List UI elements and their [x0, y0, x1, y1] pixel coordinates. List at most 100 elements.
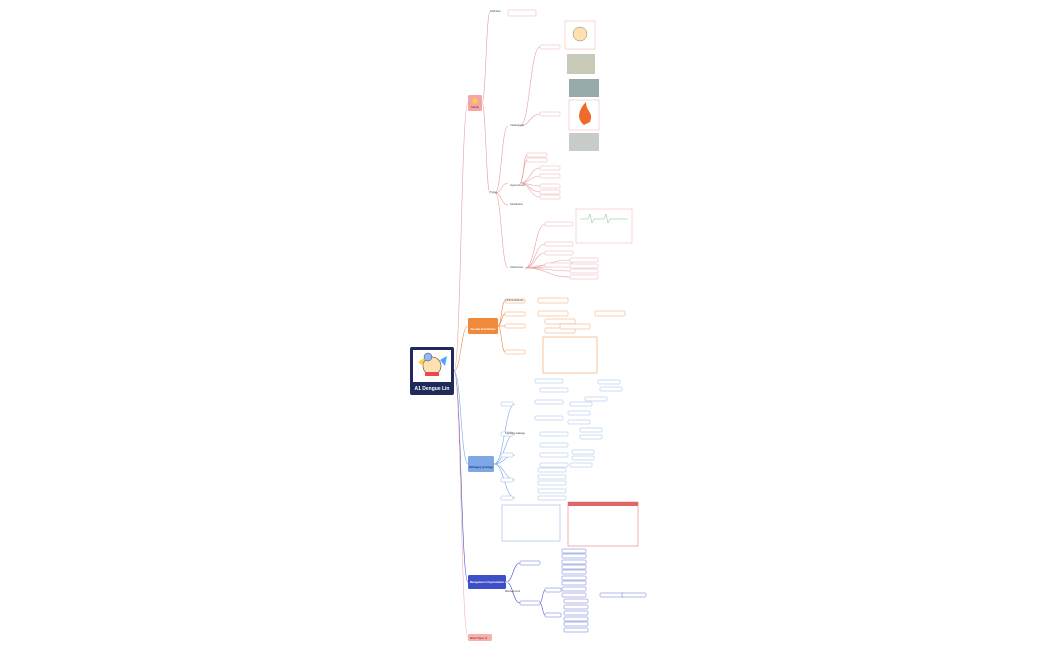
subnode-layer: [500, 9, 647, 633]
subnode[interactable]: [544, 221, 574, 227]
subnode[interactable]: [584, 396, 608, 402]
subnode[interactable]: [594, 310, 626, 317]
subnode[interactable]: [539, 111, 561, 117]
subnode[interactable]: [544, 241, 574, 247]
connector: [497, 313, 506, 327]
connector: [494, 182, 509, 194]
subnode[interactable]: [561, 592, 587, 598]
subnode[interactable]: [599, 592, 625, 598]
note-management: Management: [505, 589, 520, 593]
subnode[interactable]: [539, 452, 569, 458]
subnode[interactable]: [579, 427, 603, 433]
connector: [481, 102, 491, 194]
subnode[interactable]: [537, 480, 567, 486]
subnode[interactable]: [526, 152, 548, 158]
subnode[interactable]: [544, 262, 574, 268]
subnode[interactable]: [500, 431, 514, 437]
connector: [453, 370, 469, 465]
subnode[interactable]: [539, 189, 561, 195]
subnode[interactable]: [561, 564, 587, 570]
subnode[interactable]: [534, 378, 564, 384]
subnode[interactable]: [534, 415, 564, 421]
connector: [505, 562, 521, 583]
subnode[interactable]: [500, 477, 514, 483]
subnode[interactable]: [569, 268, 599, 274]
subnode[interactable]: [597, 379, 621, 385]
branch-mixed-types[interactable]: Mixed Types of: [468, 634, 492, 641]
subnode[interactable]: [539, 387, 569, 393]
branch-pathogeny[interactable]: Pathogeny (virology): [468, 456, 494, 472]
subnode[interactable]: [539, 462, 569, 468]
subnode[interactable]: [504, 323, 526, 329]
subnode[interactable]: [504, 349, 526, 355]
subnode[interactable]: [504, 298, 526, 304]
subnode[interactable]: [504, 311, 526, 317]
subnode[interactable]: [539, 173, 561, 179]
subnode[interactable]: [561, 548, 587, 554]
subnode[interactable]: [500, 401, 514, 407]
branch-shock[interactable]: Shock: [468, 95, 482, 111]
branch-vascular-label: Vascular Endothelium: [471, 328, 496, 331]
subnode[interactable]: [561, 575, 587, 581]
note-definition: Definition: [490, 9, 501, 13]
subnode[interactable]: [567, 419, 591, 425]
subnode[interactable]: [544, 250, 574, 256]
subnode[interactable]: [537, 495, 567, 501]
subnode[interactable]: [561, 586, 587, 592]
subnode[interactable]: [507, 9, 537, 17]
subnode[interactable]: [519, 560, 541, 566]
subnode[interactable]: [534, 399, 564, 405]
subnode[interactable]: [571, 455, 595, 461]
note-obstructive: Obstructive: [510, 265, 524, 269]
subnode[interactable]: [537, 467, 567, 473]
figure-cartoon-icon: [572, 26, 588, 42]
connector: [519, 182, 541, 198]
subnode[interactable]: [519, 600, 541, 606]
subnode[interactable]: [563, 627, 589, 633]
subnode[interactable]: [537, 488, 567, 494]
branch-management[interactable]: Management of hypovolaemic shock: [468, 575, 512, 589]
subnode[interactable]: [539, 44, 561, 50]
subnode[interactable]: [539, 431, 569, 437]
subnode[interactable]: [500, 495, 514, 501]
subnode[interactable]: [500, 452, 514, 458]
subnode[interactable]: [559, 323, 591, 330]
subnode[interactable]: [539, 442, 569, 448]
subnode[interactable]: [563, 604, 589, 610]
subnode[interactable]: [569, 401, 593, 407]
subnode[interactable]: [544, 587, 562, 593]
subnode[interactable]: [563, 621, 589, 627]
subnode[interactable]: [526, 157, 548, 163]
connector: [505, 581, 521, 604]
subnode[interactable]: [569, 263, 599, 269]
flame-icon: [579, 102, 592, 125]
connector: [524, 267, 571, 278]
subnode[interactable]: [563, 616, 589, 622]
subnode[interactable]: [621, 592, 647, 598]
connector: [493, 463, 516, 481]
subnode[interactable]: [537, 474, 567, 480]
subnode[interactable]: [569, 274, 599, 280]
subnode[interactable]: [544, 612, 562, 618]
subnode[interactable]: [537, 297, 569, 304]
note-labels: Definition Types Cardiogenic Hypovolemic…: [490, 9, 526, 593]
subnode[interactable]: [563, 610, 589, 616]
subnode[interactable]: [544, 318, 576, 325]
branch-vascular-endothelium[interactable]: Vascular Endothelium: [468, 318, 498, 334]
subnode[interactable]: [599, 386, 623, 392]
root-node[interactable]: A1 Dengue Lin: [410, 347, 454, 395]
subnode[interactable]: [579, 434, 603, 440]
subnode[interactable]: [569, 257, 599, 263]
subnode[interactable]: [569, 462, 593, 468]
subnode[interactable]: [539, 165, 561, 171]
subnode[interactable]: [539, 194, 561, 200]
subnode[interactable]: [561, 580, 587, 586]
subnode[interactable]: [563, 598, 589, 604]
subnode[interactable]: [571, 449, 595, 455]
subnode[interactable]: [561, 559, 587, 565]
subnode[interactable]: [567, 410, 591, 416]
subnode[interactable]: [539, 183, 561, 189]
subnode[interactable]: [537, 310, 569, 317]
subnode[interactable]: [561, 569, 587, 575]
subnode[interactable]: [561, 553, 587, 559]
